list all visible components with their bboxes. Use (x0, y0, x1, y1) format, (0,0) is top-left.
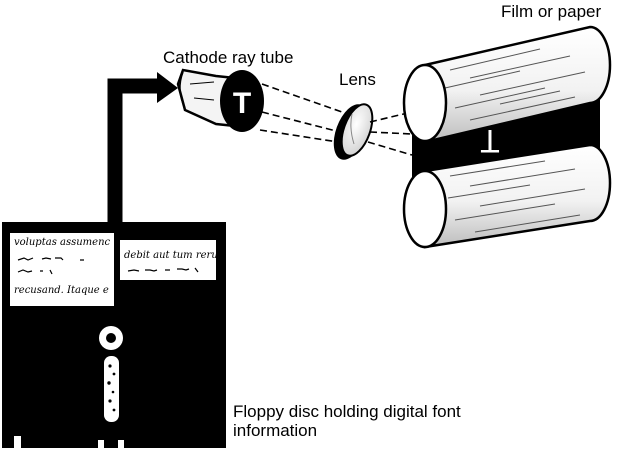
light-rays-to-lens (259, 83, 343, 143)
film-or-paper-label: Film or paper (501, 2, 602, 21)
floppy-disc (2, 222, 226, 448)
signal-arrow (107, 72, 178, 222)
lens-label: Lens (339, 70, 376, 89)
cathode-ray-tube-label: Cathode ray tube (163, 48, 294, 67)
film-glyph: T (480, 123, 500, 159)
crt-screen (220, 70, 264, 132)
cathode-ray-tube: T (176, 68, 264, 132)
floppy-label-left-line1: voluptas assumenc (14, 237, 111, 248)
floppy-label-right (120, 240, 216, 280)
screen-glyph: T (233, 87, 251, 120)
floppy-label-right-line1: debit aut tum rerur (124, 250, 223, 261)
floppy-label-left (10, 233, 114, 306)
floppy-label-left-line2: recusand. Itaque e (14, 285, 109, 296)
film-rolls: T (402, 25, 612, 249)
floppy-disc-label: Floppy disc holding digital font informa… (233, 402, 461, 440)
lens (333, 103, 374, 160)
floppy-read-slot (104, 356, 119, 422)
